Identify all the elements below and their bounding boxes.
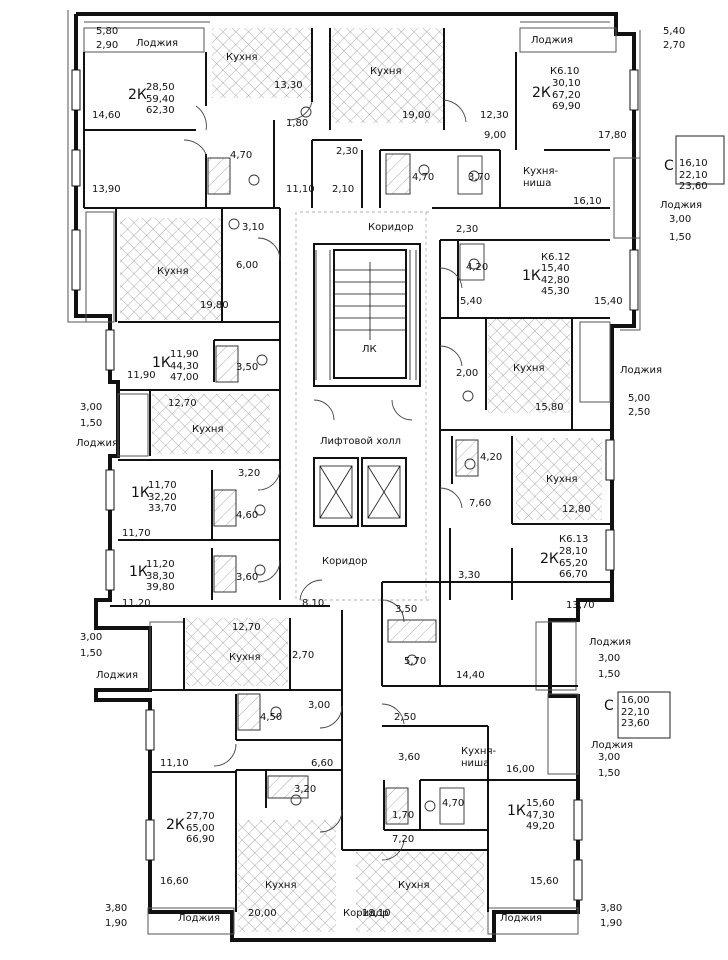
corridor-dashes (295, 211, 430, 601)
outer-walls (74, 12, 636, 942)
bathroom-fixtures (207, 106, 485, 825)
info-boxes (617, 135, 725, 739)
interior-walls (83, 28, 610, 912)
stair-core (313, 243, 421, 527)
window-marks (71, 69, 639, 901)
kitchen-hatches (120, 28, 602, 932)
door-swings (183, 99, 467, 861)
